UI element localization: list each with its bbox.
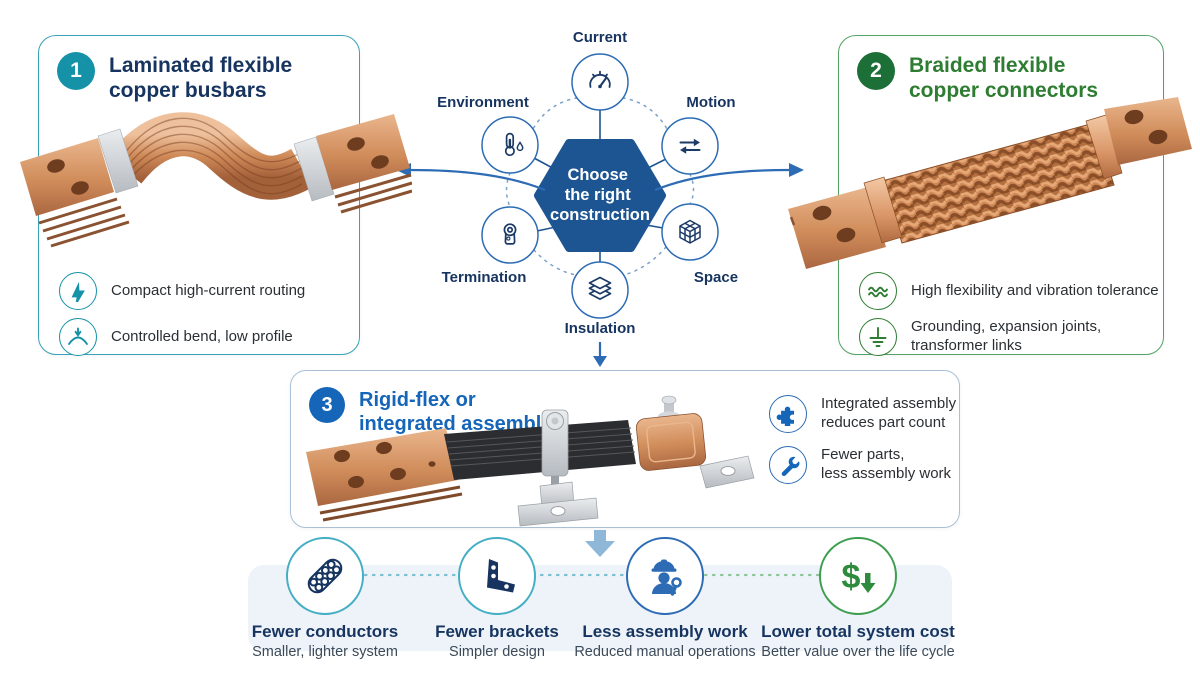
- lug-icon: [503, 223, 517, 245]
- feature-row: Grounding, expansion joints, transformer…: [859, 318, 1159, 356]
- feature-row: Fewer parts, less assembly work: [769, 446, 956, 484]
- feature-text: High flexibility and vibration tolerance: [911, 281, 1159, 299]
- down-arrow-icon: [593, 342, 607, 367]
- node-label-motion: Motion: [686, 94, 735, 111]
- selection-hub-diagram: Choose the right construction: [437, 29, 738, 367]
- benefit-subtitle: Simpler design: [449, 644, 545, 660]
- hub-node-labels: Current Environment Motion Termination S…: [437, 29, 738, 337]
- hub-hexagon-label: Choose the right construction: [550, 166, 650, 224]
- node-label-environment: Environment: [437, 94, 529, 111]
- card2-header: 2 Braided flexible copper connectors: [839, 36, 1163, 104]
- benefit-fewer-conductors: Fewer conductors Smaller, lighter system: [225, 537, 425, 660]
- benefit-subtitle: Smaller, lighter system: [252, 644, 398, 660]
- bend-icon: [59, 318, 97, 356]
- feature-row: High flexibility and vibration tolerance: [859, 272, 1159, 310]
- card1-features: Compact high-current routing Controlled …: [59, 272, 305, 356]
- node-label-termination: Termination: [442, 269, 527, 286]
- card2-number-badge: 2: [857, 52, 895, 90]
- conductors-icon: [286, 537, 364, 615]
- motion-arrows-icon: [679, 138, 701, 154]
- wrench-icon: [769, 446, 807, 484]
- lightning-icon: [59, 272, 97, 310]
- benefit-lower-cost: $ Lower total system cost Better value o…: [758, 537, 958, 660]
- benefit-subtitle: Reduced manual operations: [574, 644, 756, 660]
- card2-features: High flexibility and vibration tolerance…: [859, 272, 1159, 356]
- node-label-current: Current: [573, 29, 627, 46]
- card-braided-connectors: 2 Braided flexible copper connectors Hig…: [838, 35, 1164, 356]
- benefit-title: Fewer conductors: [251, 622, 399, 641]
- card3-number-badge: 3: [309, 387, 345, 423]
- feature-text: Controlled bend, low profile: [111, 327, 293, 345]
- puzzle-icon: [769, 395, 807, 433]
- layers-icon: [588, 276, 612, 300]
- card-rigid-flex-assemblies: 3 Rigid-flex or integrated assemblies In…: [290, 370, 960, 528]
- node-label-space: Space: [694, 269, 738, 286]
- card1-number-badge: 1: [57, 52, 95, 90]
- feature-row: Integrated assembly reduces part count: [769, 395, 956, 433]
- card1-title: Laminated flexible copper busbars: [109, 54, 293, 102]
- feature-text: Fewer parts, less assembly work: [821, 446, 952, 482]
- benefit-title: Less assembly work: [582, 622, 748, 641]
- benefit-title: Fewer brackets: [435, 622, 559, 641]
- feature-row: Controlled bend, low profile: [59, 318, 305, 356]
- feature-text: Grounding, expansion joints, transformer…: [911, 318, 1102, 354]
- worker-icon: [626, 537, 704, 615]
- node-label-insulation: Insulation: [565, 320, 636, 337]
- card1-header: 1 Laminated flexible copper busbars: [39, 36, 359, 104]
- hub-hexagon: [534, 139, 666, 252]
- card-laminated-busbars: 1 Laminated flexible copper busbars Comp…: [38, 35, 360, 356]
- feature-text: Compact high-current routing: [111, 281, 306, 299]
- benefit-title: Lower total system cost: [761, 622, 955, 641]
- benefit-less-assembly-work: Less assembly work Reduced manual operat…: [565, 537, 765, 660]
- dollar-down-icon: $: [819, 537, 897, 615]
- bracket-icon: [458, 537, 536, 615]
- card3-features: Integrated assembly reduces part count F…: [769, 395, 956, 484]
- thermometer-icon: [504, 132, 524, 157]
- svg-text:$: $: [842, 558, 861, 596]
- feature-row: Compact high-current routing: [59, 272, 305, 310]
- ground-icon: [859, 318, 897, 356]
- card2-title: Braided flexible copper connectors: [909, 54, 1099, 102]
- gauge-icon: [589, 70, 611, 89]
- cube-icon: [679, 219, 701, 244]
- benefit-subtitle: Better value over the life cycle: [761, 644, 955, 660]
- waves-icon: [859, 272, 897, 310]
- feature-text: Integrated assembly reduces part count: [821, 395, 957, 431]
- card3-title: Rigid-flex or integrated assemblies: [359, 389, 570, 435]
